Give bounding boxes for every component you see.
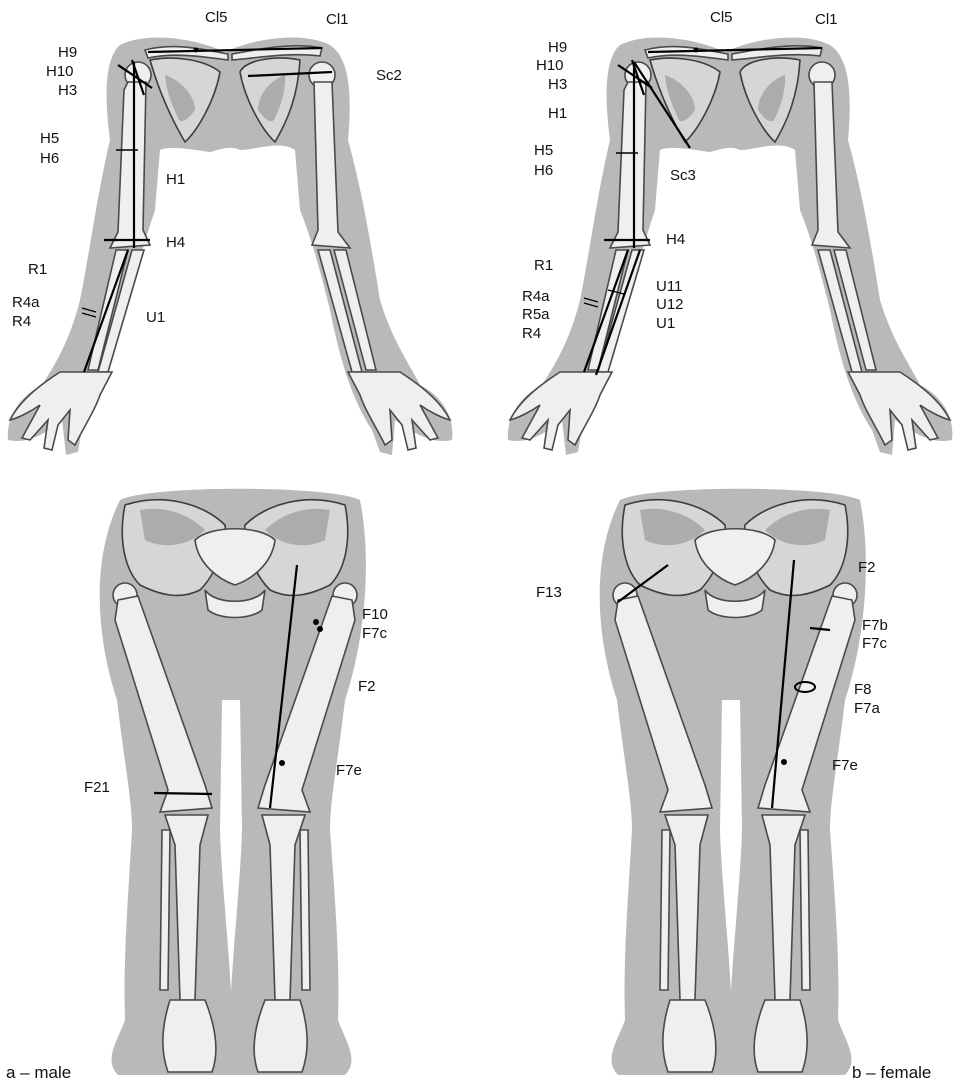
- label-h10: H10: [536, 57, 564, 74]
- label-r1: R1: [534, 257, 553, 274]
- male-legs-skeleton: [100, 489, 366, 1075]
- label-h6: H6: [534, 162, 553, 179]
- panel-female-arms: Cl5 Cl1 H9 H10 H3 H1 H5 H6 Sc3 H4 R1 U11…: [508, 9, 953, 455]
- label-cl1: Cl1: [326, 11, 349, 28]
- label-sc2: Sc2: [376, 67, 402, 84]
- label-h4: H4: [666, 231, 685, 248]
- femur-subtrochanteric-dot-2: [317, 626, 323, 632]
- panel-male-legs: F10 F7c F2 F7e F21: [84, 489, 388, 1075]
- panel-male-arms: Cl5 Cl1 H9 H10 H3 Sc2 H5 H6 H1 H4 R1 R4a…: [8, 9, 453, 455]
- label-f7a: F7a: [854, 700, 881, 717]
- label-f7c: F7c: [362, 625, 388, 642]
- label-sc3: Sc3: [670, 167, 696, 184]
- label-h6: H6: [40, 150, 59, 167]
- label-h9: H9: [58, 44, 77, 61]
- label-f8: F8: [854, 681, 872, 698]
- femur-epicondylar-line: [154, 793, 212, 794]
- label-h5: H5: [534, 142, 553, 159]
- label-h10: H10: [46, 63, 74, 80]
- label-f2: F2: [858, 559, 876, 576]
- label-h9: H9: [548, 39, 567, 56]
- label-r4: R4: [522, 325, 541, 342]
- clavicle-midpoint-dot: [694, 48, 699, 53]
- label-r4: R4: [12, 313, 31, 330]
- label-h3: H3: [58, 82, 77, 99]
- label-u11: U11: [656, 278, 682, 295]
- caption-female: b – female: [852, 1063, 931, 1082]
- label-f21: F21: [84, 779, 110, 796]
- label-u12: U12: [656, 296, 684, 313]
- femur-subtrochanteric-dot-1: [313, 619, 319, 625]
- femur-distal-dot: [279, 760, 285, 766]
- label-h4: H4: [166, 234, 185, 251]
- label-h3: H3: [548, 76, 567, 93]
- label-r4a: R4a: [12, 294, 40, 311]
- label-f7e: F7e: [336, 762, 362, 779]
- femur-distal-dot: [781, 759, 787, 765]
- label-f7b: F7b: [862, 617, 888, 634]
- caption-male: a – male: [6, 1063, 71, 1082]
- label-h5: H5: [40, 130, 59, 147]
- label-f2: F2: [358, 678, 376, 695]
- label-f7c: F7c: [862, 635, 888, 652]
- panel-female-legs: F2 F13 F7b F7c F8 F7a F7e: [536, 489, 888, 1075]
- female-arms-skeleton: [508, 37, 953, 455]
- label-h1: H1: [548, 105, 567, 122]
- label-r4a: R4a: [522, 288, 550, 305]
- label-r5a: R5a: [522, 306, 550, 323]
- label-u1: U1: [656, 315, 675, 332]
- label-cl1: Cl1: [815, 11, 838, 28]
- label-cl5: Cl5: [710, 9, 733, 26]
- female-legs-skeleton: [600, 489, 866, 1075]
- label-f10: F10: [362, 606, 388, 623]
- label-r1: R1: [28, 261, 47, 278]
- label-u1: U1: [146, 309, 165, 326]
- clavicle-midpoint-dot: [194, 48, 199, 53]
- male-arms-skeleton: [8, 37, 453, 455]
- label-f13: F13: [536, 584, 562, 601]
- label-cl5: Cl5: [205, 9, 228, 26]
- label-f7e: F7e: [832, 757, 858, 774]
- label-h1: H1: [166, 171, 185, 188]
